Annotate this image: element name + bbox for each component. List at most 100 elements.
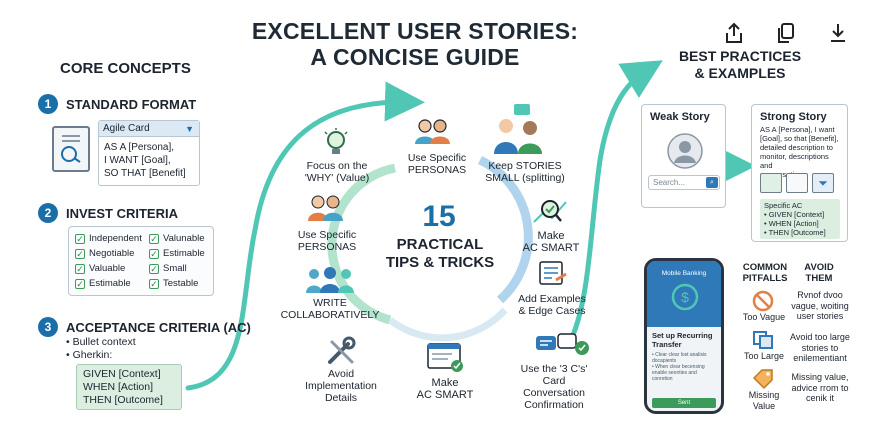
agile-card-title: Agile Card: [103, 123, 150, 134]
ac-bullet-text: Gherkin:: [72, 349, 113, 361]
list-item: • Bullet context: [66, 336, 136, 348]
tip-specific-personas-2: Use Specific PERSONAS: [282, 229, 372, 253]
prohibited-icon: [752, 290, 774, 312]
advice-line: advice rrom to: [791, 382, 849, 393]
weak-search-input[interactable]: Search... ⌕: [648, 175, 720, 190]
check-icon: ✓: [75, 248, 85, 259]
tip-line: Make: [537, 230, 565, 242]
search-icon[interactable]: ⌕: [706, 177, 718, 188]
invest-label: Independent: [89, 233, 142, 244]
check-icon: ✓: [75, 233, 85, 244]
best-practices-title: BEST PRACTICES & EXAMPLES: [670, 48, 810, 82]
tip-avoid-implementation: Avoid Implementation Details: [296, 368, 386, 404]
tip-line: Use Specific: [407, 152, 467, 164]
strong-line: [Goal], so that [Benefit],: [760, 134, 839, 143]
acceptance-criteria-title: ACCEPTANCE CRITERIA (AC): [66, 320, 251, 335]
search-placeholder: Search...: [653, 178, 686, 187]
invest-checklist: ✓Independent ✓Negotiable ✓Valuable ✓Esti…: [68, 226, 214, 296]
list-item: ✓Valunable: [149, 231, 213, 246]
invest-label: Small: [163, 263, 187, 274]
weak-story-title: Weak Story: [650, 111, 710, 123]
pitfalls-header: COMMON PITFALLS: [738, 262, 792, 284]
strong-story-icons: ⏷: [760, 173, 834, 193]
tip-line: Implementation: [305, 380, 377, 392]
download-button[interactable]: [821, 16, 855, 50]
strong-story-title: Strong Story: [760, 111, 827, 123]
phone-bullet: • When clear becensing enable seonties a…: [652, 364, 705, 382]
dropdown-icon: ▼: [185, 124, 194, 134]
check-icon: ✓: [149, 278, 159, 289]
browser-check-icon: [427, 343, 463, 372]
check-icon: ✓: [149, 263, 159, 274]
tip-ac-smart: Make AC SMART: [506, 230, 596, 254]
check-icon: ✓: [75, 278, 85, 289]
invest-label: Estimable: [163, 248, 205, 259]
bp-title-line-1: BEST PRACTICES: [678, 48, 802, 64]
tips-count: 15: [422, 200, 456, 233]
tip-line: 'WHY' (Value): [304, 172, 370, 184]
sliders-icon: [760, 173, 782, 193]
phone-app-title: Mobile Banking: [661, 270, 707, 277]
svg-text:$: $: [681, 289, 689, 305]
invest-label: Estimable: [89, 278, 131, 289]
tip-line: Add Examples: [518, 293, 586, 305]
phone-bullets: • Clear clear lost analisis docapients •…: [652, 352, 716, 382]
tip-line: COLLABORATIVELY: [280, 309, 380, 321]
list-item: ✓Testable: [149, 276, 213, 291]
avoid-header: AVOID THEM: [792, 262, 846, 284]
tips-title-line-1: PRACTICAL: [396, 236, 484, 253]
tip-examples-edge: Add Examples & Edge Cases: [504, 293, 600, 317]
list-icon: [786, 173, 808, 193]
document-icon: [52, 126, 90, 172]
advice-line: user stories: [796, 311, 844, 321]
gherkin-given: GIVEN [Context]: [83, 368, 161, 380]
tip-line: Conversation: [523, 387, 585, 399]
tip-line: AC SMART: [416, 389, 474, 401]
check-icon: ✓: [149, 233, 159, 244]
ac-line: • GIVEN [Context]: [764, 210, 825, 219]
ac-line: • WHEN [Action]: [764, 219, 819, 228]
strong-line: detailed description to: [760, 143, 833, 152]
strong-line: conversation.: [760, 170, 805, 179]
phone-send-button[interactable]: Sent: [652, 398, 716, 408]
phone-heading: Set up Recurring Transfer: [652, 331, 716, 349]
tip-line: Use the '3 C's': [520, 363, 588, 375]
pitfalls-head-line: PITFALLS: [742, 273, 788, 284]
pitfall-too-vague: Too Vague: [742, 312, 786, 322]
team-icon: [306, 267, 354, 293]
tip-line: Avoid: [327, 368, 355, 380]
advice-line: Rvnof dvoo: [797, 290, 843, 300]
tip-line: Keep STORIES: [488, 160, 562, 172]
tip-line: PERSONAS: [407, 164, 467, 176]
ac-bullet-text: Bullet context: [72, 336, 136, 348]
share-button[interactable]: [717, 16, 751, 50]
gherkin-box: GIVEN [Context] WHEN [Action] THEN [Outc…: [76, 364, 182, 410]
title-line-2: A CONCISE GUIDE: [310, 44, 520, 70]
tools-icon: [328, 336, 356, 364]
tip-write-collaboratively: WRITE COLLABORATIVELY: [278, 297, 382, 321]
magnifier-check-icon: [533, 200, 567, 223]
strong-story-text: AS A [Persona], I want [Goal], so that […: [752, 125, 847, 179]
tip-ac-smart-2: Make AC SMART: [400, 377, 490, 401]
pitfall-line: Missing: [748, 390, 780, 400]
tip-line: PERSONAS: [297, 241, 357, 253]
copy-button[interactable]: [769, 16, 803, 50]
weak-story-card: Weak Story Search... ⌕: [641, 104, 726, 208]
tip-line: Details: [324, 392, 358, 404]
gherkin-when: WHEN [Action]: [83, 381, 154, 393]
lightbulb-icon: [324, 128, 348, 154]
copy-icon: [778, 23, 794, 43]
phone-heading-line: Set up Recurring: [652, 331, 713, 340]
tip-line: & Edge Cases: [518, 305, 586, 317]
phone-body: Set up Recurring Transfer • Clear clear …: [647, 327, 721, 411]
tip-specific-personas: Use Specific PERSONAS: [392, 152, 482, 176]
core-concepts-title: CORE CONCEPTS: [60, 60, 191, 77]
section-2-number: 2: [38, 203, 58, 223]
format-line-2: I WANT [Goal],: [104, 155, 171, 166]
list-item: ✓Negotiable: [75, 246, 145, 261]
people-icon: [308, 195, 343, 221]
agile-card: Agile Card ▼ AS A [Persona], I WANT [Goa…: [98, 120, 200, 186]
list-item: ✓ Estimable: [75, 276, 145, 291]
gherkin-then: THEN [Outcome]: [83, 394, 163, 406]
